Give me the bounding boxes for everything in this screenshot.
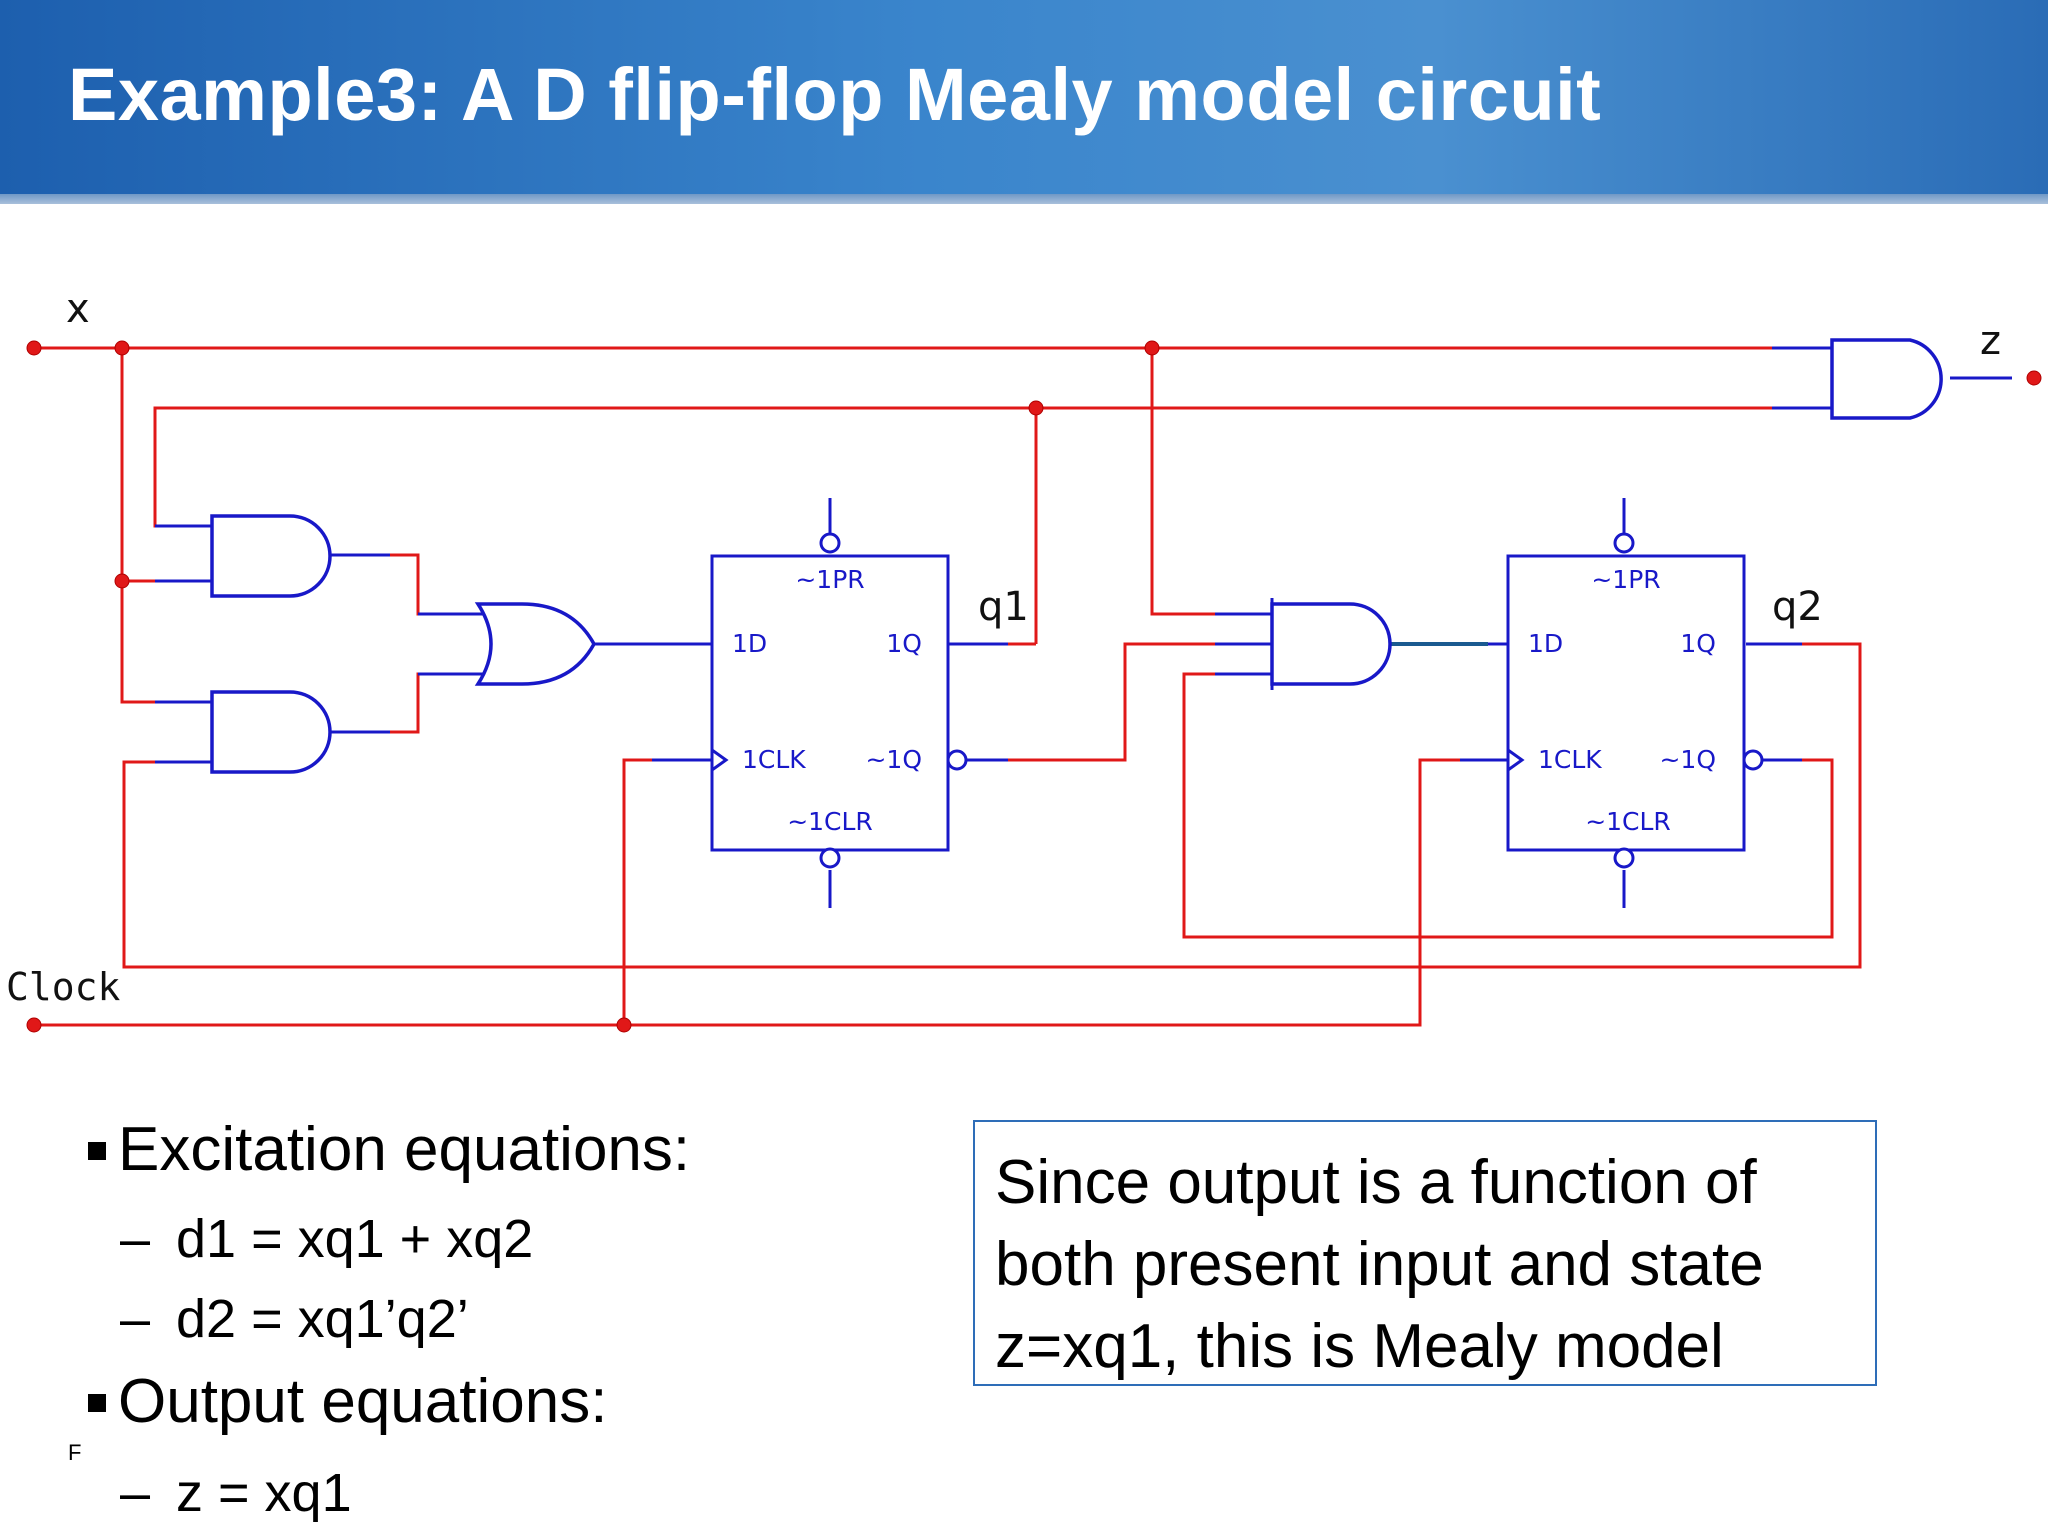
and-gate-xq1: [210, 514, 332, 598]
excitation-equation-1: –d1 = xq1 + xq2: [120, 1209, 534, 1269]
state-q2-label: q2: [1772, 584, 1823, 630]
note-line-1: Since output is a function of: [995, 1148, 1757, 1217]
ff2-clear-bubble: [1613, 847, 1635, 869]
ff1-clk-label: 1CLK: [742, 745, 806, 774]
wire-and-to-or: [330, 553, 483, 734]
and-gate-z: [1830, 338, 1943, 420]
or-gate-d1: [474, 602, 596, 686]
state-q1-label: q1: [978, 584, 1029, 630]
and-gate-d2: [1270, 602, 1392, 686]
wire-x-to-gate-d2: [1150, 348, 1215, 616]
ff1-d-label: 1D: [732, 629, 767, 658]
blue-stubs: [155, 346, 2012, 908]
ff1-qn-label: ~1Q: [865, 745, 922, 774]
output-equation-1: –z = xq1: [120, 1463, 352, 1523]
ff1-clear-bubble: [819, 847, 841, 869]
output-z-label: z: [1980, 318, 2001, 364]
bullet-square-icon: [88, 1142, 106, 1160]
excitation-heading: Excitation equations:: [88, 1114, 690, 1185]
wire-q2-feedback: [122, 642, 1862, 969]
ff2-pr-label: ~1PR: [1591, 565, 1660, 594]
ff1-q-label: 1Q: [886, 629, 922, 658]
ff1-preset-bubble: [819, 532, 841, 554]
bullet-square-icon: [88, 1394, 106, 1412]
ff1-clr-label: ~1CLR: [787, 807, 873, 836]
ff2-preset-bubble: [1613, 532, 1635, 554]
ff2-q-label: 1Q: [1680, 629, 1716, 658]
wire-clock-bus: [34, 758, 1460, 1027]
flipflop-1: ~1PR 1D 1Q 1CLK ~1Q ~1CLR: [710, 532, 968, 869]
title-bar: Example3: A D flip-flop Mealy model circ…: [0, 0, 2048, 204]
junction-nodes: [26, 340, 2042, 1033]
ff2-d-label: 1D: [1528, 629, 1563, 658]
wire-q2n-feedback: [1182, 672, 1834, 939]
excitation-equation-2: –d2 = xq1’q2’: [120, 1289, 469, 1349]
output-heading: Output equations:: [88, 1366, 607, 1437]
flipflop-2: ~1PR 1D 1Q 1CLK ~1Q ~1CLR: [1506, 532, 1764, 869]
input-clock-label: Clock: [6, 965, 121, 1009]
input-x-label: x: [66, 286, 90, 332]
note-line-2: both present input and state: [995, 1230, 1764, 1299]
slide-title: Example3: A D flip-flop Mealy model circ…: [68, 53, 1602, 136]
ff2-clr-label: ~1CLR: [1585, 807, 1671, 836]
ff2-qn-label: ~1Q: [1659, 745, 1716, 774]
mealy-note-box: Since output is a function of both prese…: [973, 1120, 1877, 1386]
ff1-qn-bubble: [946, 749, 968, 771]
ff2-qn-bubble: [1742, 749, 1764, 771]
ff2-clk-label: 1CLK: [1538, 745, 1602, 774]
note-line-3: z=xq1, this is Mealy model: [995, 1312, 1724, 1381]
ff1-pr-label: ~1PR: [795, 565, 864, 594]
and-gate-xq2: [210, 690, 332, 774]
wire-q1n-to-gate: [965, 642, 1215, 762]
